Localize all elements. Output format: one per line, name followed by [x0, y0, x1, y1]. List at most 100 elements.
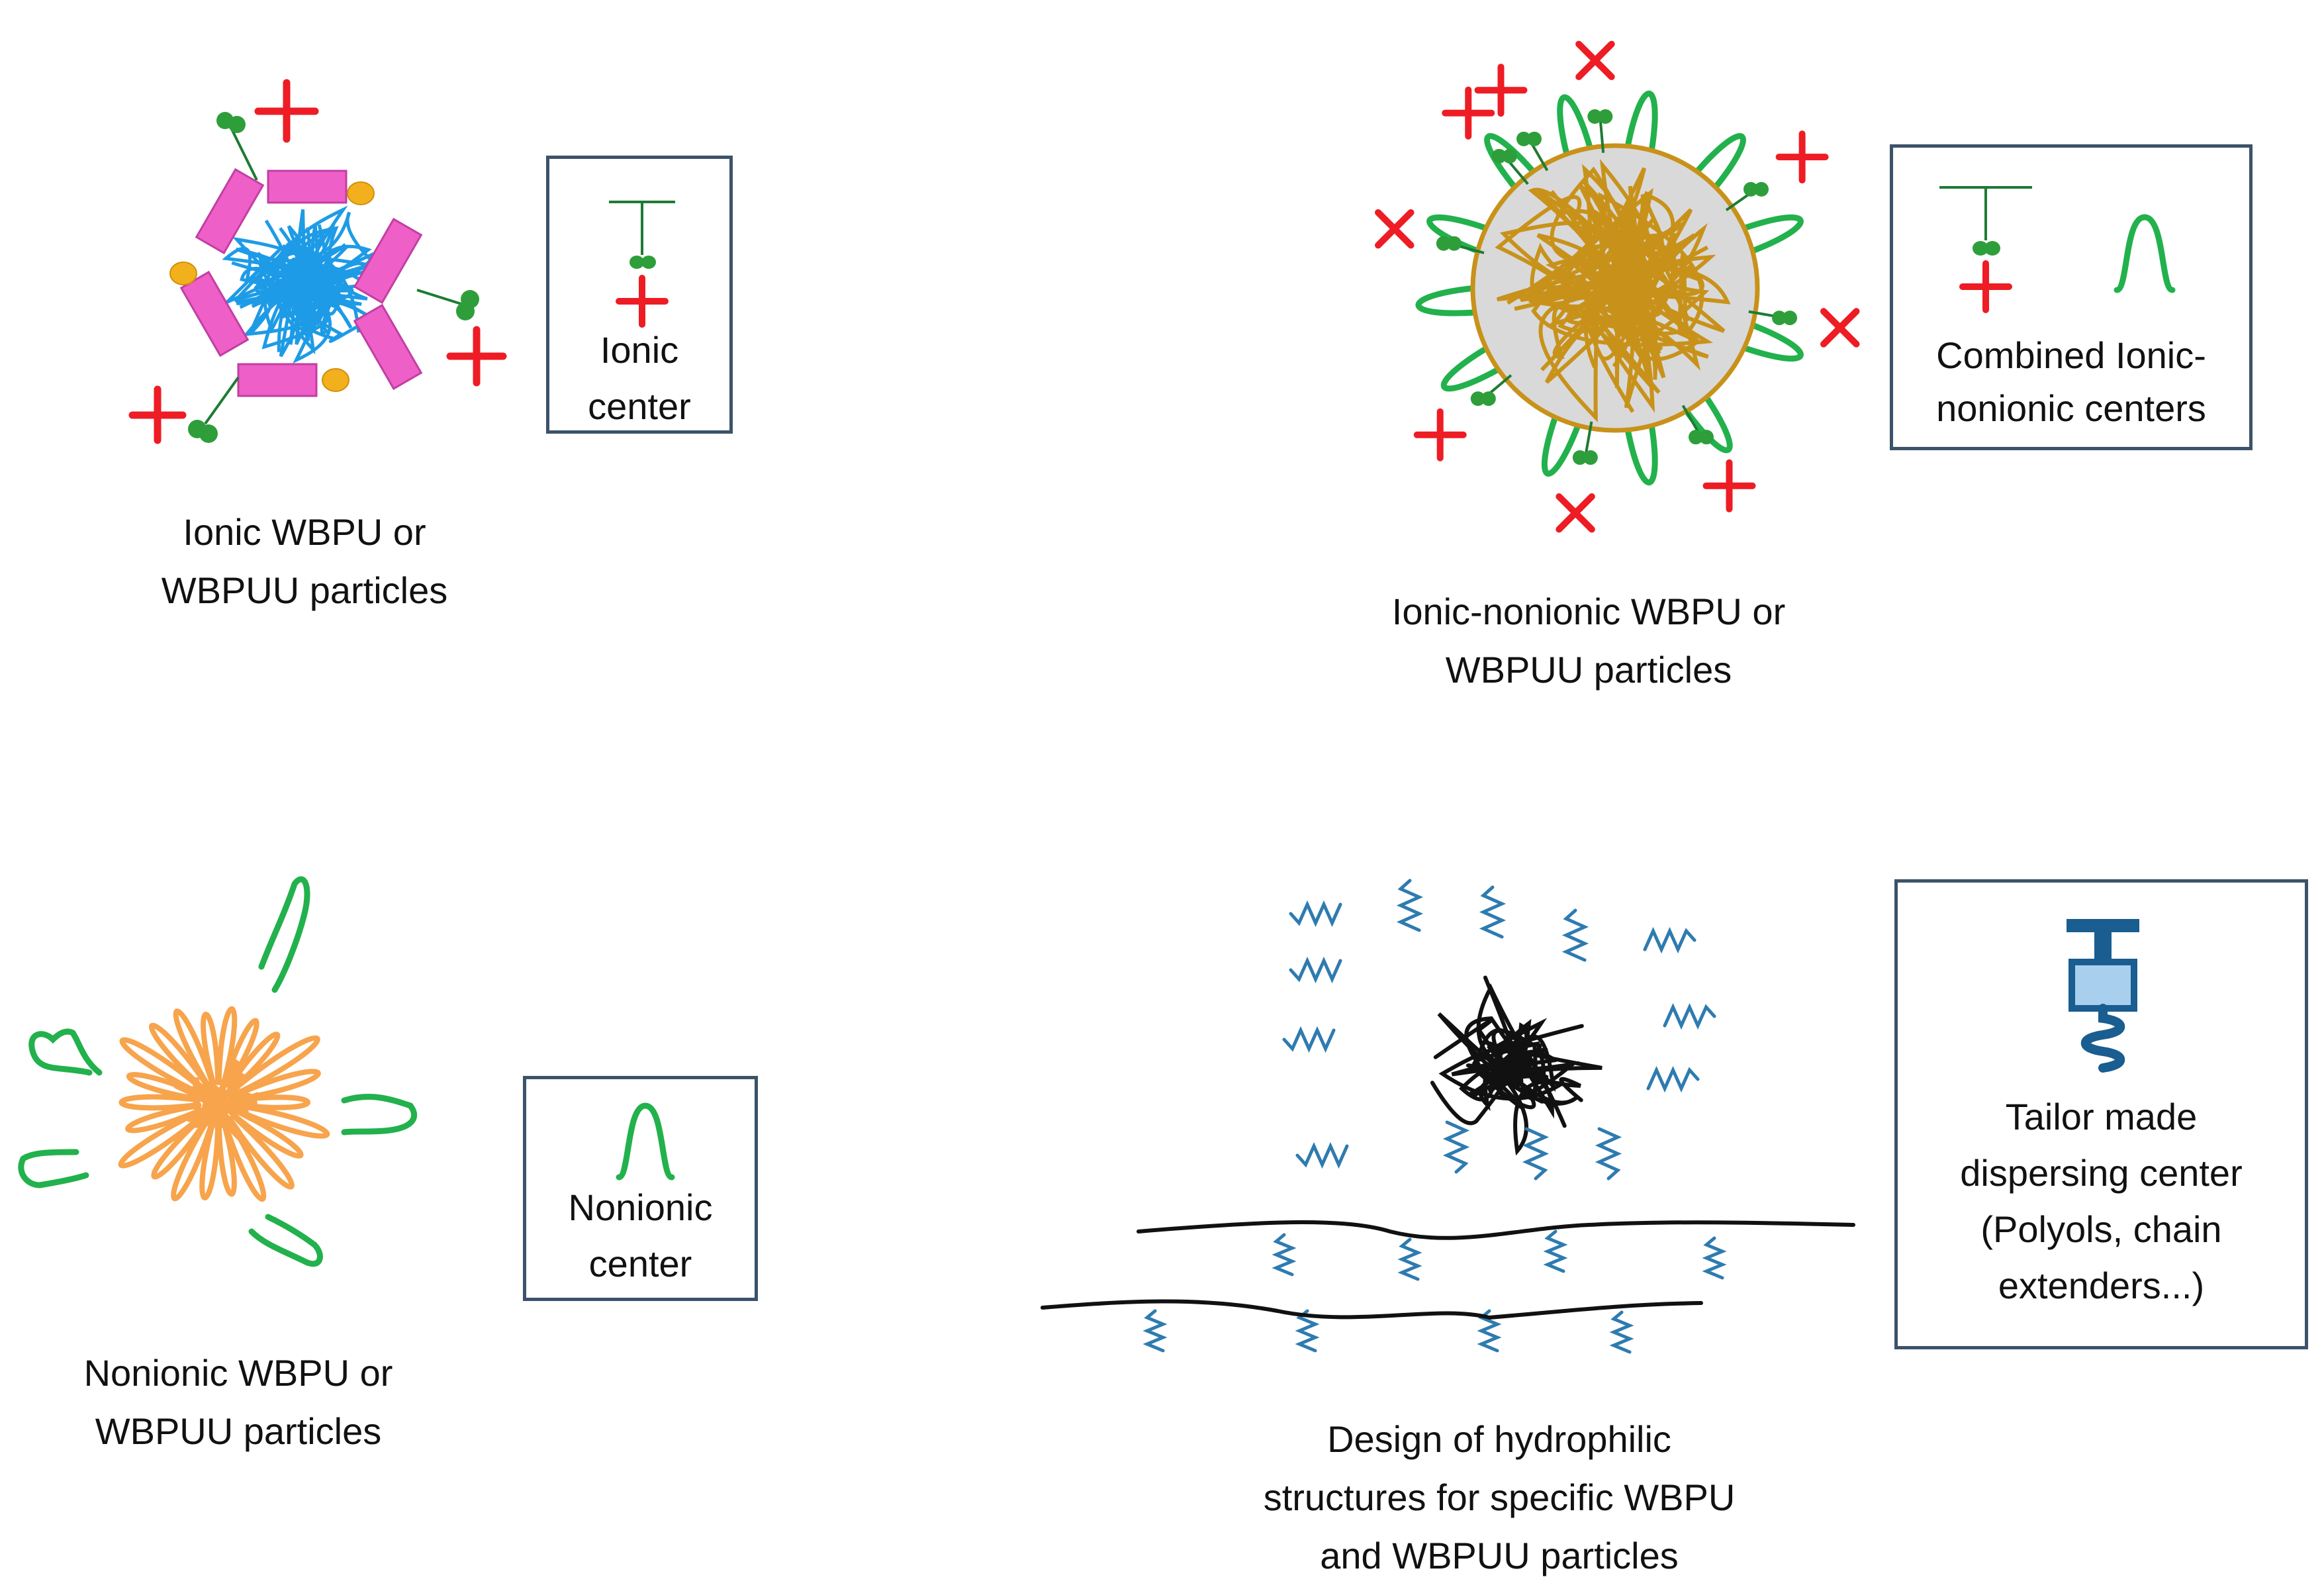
gold-chain: [1495, 184, 1714, 369]
hydrophilic-spring: [1396, 879, 1424, 932]
gold-chain: [1514, 164, 1658, 311]
hydrophilic-spring: [1295, 1141, 1349, 1169]
orange-loop: [173, 1008, 215, 1088]
ionic-head: [1699, 430, 1714, 445]
design-caption: Design of hydrophilic structures for spe…: [1152, 1410, 1847, 1585]
ionic-polymer-core: [222, 205, 383, 364]
nonionic-loop: [1542, 408, 1583, 477]
ionic-groups: [1375, 40, 1860, 533]
polymer-backbones: [1041, 1220, 1855, 1320]
orange-loop: [118, 1108, 206, 1169]
hydrophilic-spring: [1609, 1310, 1634, 1354]
plus-charge: [1820, 308, 1860, 348]
orange-chain: [173, 1059, 249, 1150]
nonionic-loop: [1689, 133, 1746, 195]
orange-loop: [234, 1102, 330, 1139]
hydrophilic-spring: [1272, 1233, 1297, 1277]
ionic-head: [1446, 236, 1462, 251]
combined-legend-line1: Combined Ionic-: [1936, 334, 2206, 376]
connector-dots: [169, 181, 375, 392]
nonionic-legend-line1: Nonionic: [568, 1186, 713, 1228]
orange-loop: [199, 1119, 221, 1200]
ionic-stem: [1583, 421, 1593, 458]
orange-polymer-core: [118, 1006, 330, 1202]
ionic-head: [1572, 450, 1587, 465]
ionic-nonionic-caption: Ionic-nonionic WBPU or WBPUU particles: [1317, 583, 1860, 699]
ionic-group-icon: [609, 201, 675, 269]
ionic-legend-line1: Ionic: [600, 329, 679, 371]
hydrophilic-spring: [1289, 900, 1342, 928]
nonionic-loop: [1623, 90, 1658, 160]
nonionic-particle-illustration: [18, 876, 418, 1267]
ionic-head: [1743, 181, 1758, 197]
plus-charge: [1474, 64, 1528, 117]
ionic-head: [1491, 148, 1507, 164]
hydrophilic-spring: [1561, 908, 1589, 962]
ionic-groups: [188, 112, 479, 443]
ionic-head: [1502, 148, 1517, 164]
nonionic-caption-line1: Nonionic WBPU or: [83, 1352, 393, 1394]
nonionic-loop-icon: [2114, 214, 2176, 293]
plus-icon: [1959, 260, 2012, 313]
gold-polymer-core: [1495, 158, 1731, 422]
hydrophilic-spring: [1295, 1309, 1320, 1353]
ionic-particle-illustration: [128, 79, 507, 444]
hydrophilic-spring: [1646, 1065, 1700, 1093]
plus-charge: [1556, 493, 1595, 533]
hydrophilic-design-illustration: [1041, 879, 1855, 1354]
hydrophilic-spring: [1543, 1230, 1568, 1273]
plus-stroke: [1575, 40, 1615, 81]
nonionic-loop: [1415, 284, 1485, 316]
ionic-legend-box: Ionic center: [546, 156, 733, 434]
orange-loop: [222, 1116, 267, 1202]
hydrophilic-spring: [1282, 1026, 1336, 1053]
ionic-legend-line2: center: [588, 385, 691, 427]
plus-charge: [1775, 130, 1829, 184]
ionic-caption: Ionic WBPU or WBPUU particles: [99, 503, 510, 620]
dispersing-legend-line4: extenders...): [1998, 1265, 2205, 1306]
hydrophilic-spring: [1702, 1236, 1727, 1280]
nonionic-loop: [1440, 342, 1507, 392]
ionic-head: [1772, 311, 1787, 326]
orange-loop: [126, 1072, 203, 1102]
orange-loop: [125, 1102, 203, 1134]
dispersing-center-icon: [2067, 919, 2139, 1073]
design-caption-line3: and WBPUU particles: [1320, 1535, 1679, 1576]
orange-loop: [151, 1113, 210, 1180]
dispersing-legend-line1: Tailor made: [2005, 1096, 2198, 1137]
plus-stroke: [1375, 209, 1415, 249]
ionic-head: [1516, 131, 1531, 146]
combined-legend-box: Combined Ionic- nonionic centers: [1890, 144, 2253, 450]
orange-loop: [231, 1035, 320, 1096]
nonionic-loop: [1557, 94, 1595, 164]
plus-charge: [1575, 40, 1615, 81]
orange-loop: [234, 1069, 321, 1102]
nonionic-caption: Nonionic WBPU or WBPUU particles: [26, 1344, 450, 1461]
ionic-head: [1481, 391, 1496, 407]
nonionic-loops: [18, 876, 418, 1267]
nonionic-loop: [1623, 416, 1658, 486]
orange-loop: [222, 1018, 259, 1088]
ionic-nonionic-caption-line2: WBPUU particles: [1445, 649, 1732, 691]
orange-loop: [119, 1037, 206, 1096]
ionic-caption-line1: Ionic WBPU or: [183, 511, 426, 553]
plus-charge: [1442, 86, 1495, 140]
orange-loop: [226, 1032, 281, 1092]
nonionic-legend-box: Nonionic center: [523, 1076, 758, 1301]
dispersing-legend-line2: dispersing center: [1960, 1152, 2243, 1194]
hydrophilic-springs: [1142, 879, 1727, 1354]
ionic-nonionic-caption-line1: Ionic-nonionic WBPU or: [1391, 591, 1786, 632]
orange-loop: [148, 1022, 210, 1092]
ionic-head: [1753, 181, 1769, 197]
ionic-head: [1436, 236, 1451, 251]
hydrophilic-spring: [1397, 1237, 1422, 1281]
combined-legend-line2: nonionic centers: [1936, 387, 2206, 429]
orange-loop: [216, 1119, 237, 1197]
hydrophilic-spring: [1595, 1127, 1622, 1181]
black-chain: [1438, 1028, 1567, 1156]
orange-loop: [216, 1006, 238, 1086]
nonionic-loop: [1679, 389, 1733, 454]
plus-charge: [1375, 209, 1415, 249]
design-caption-line2: structures for specific WBPU: [1263, 1476, 1736, 1518]
orange-loop: [201, 1012, 221, 1086]
